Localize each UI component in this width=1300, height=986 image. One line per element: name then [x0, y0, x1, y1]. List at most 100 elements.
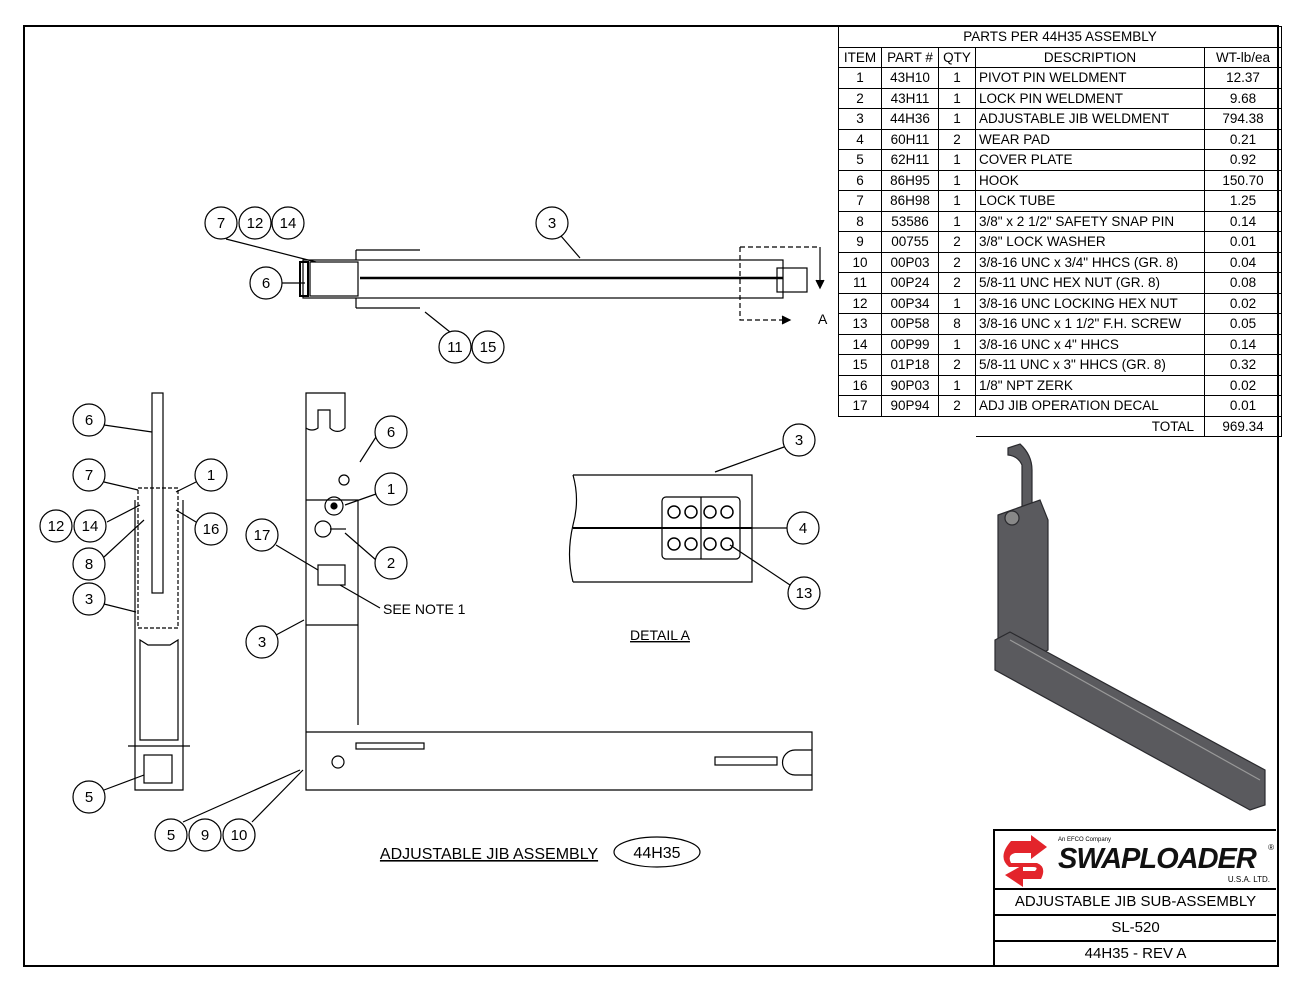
table-cell: 3 — [838, 108, 882, 130]
balloon-number: 11 — [447, 339, 463, 356]
table-cell: 0.02 — [1204, 292, 1282, 314]
table-cell: 90P03 — [881, 374, 939, 396]
balloon-circle — [72, 458, 106, 492]
table-cell: 01P18 — [881, 354, 939, 376]
company-logo: An EFCO Company SWAPLOADER ® U.S.A. LTD. — [995, 831, 1276, 888]
detail-a: DETAIL A — [568, 446, 791, 643]
balloon-circle — [222, 818, 256, 852]
table-cell: 794.38 — [1204, 108, 1282, 130]
balloon-circle — [194, 458, 228, 492]
detail-label: DETAIL A — [630, 627, 691, 643]
balloon-number: 10 — [231, 827, 248, 844]
assembly-number: 44H35 — [633, 845, 680, 862]
balloon-number: 12 — [48, 518, 65, 535]
table-cell: 60H11 — [881, 128, 939, 150]
balloon-circle — [374, 472, 408, 506]
table-cell: 62H11 — [881, 149, 939, 171]
table-cell: 00P03 — [881, 251, 939, 273]
table-cell: 5 — [838, 149, 882, 171]
table-cell: 12 — [838, 292, 882, 314]
table-cell: 6 — [838, 169, 882, 191]
table-cell: 1 — [938, 87, 976, 109]
balloon-circle — [154, 818, 188, 852]
table-cell: 3/8-16 UNC x 1 1/2" F.H. SCREW — [975, 313, 1205, 335]
table-cell: 10 — [838, 251, 882, 273]
table-cell: 0.02 — [1204, 374, 1282, 396]
table-cell: 44H36 — [881, 108, 939, 130]
table-cell: 3/8" x 2 1/2" SAFETY SNAP PIN — [975, 210, 1205, 232]
table-cell: 2 — [938, 354, 976, 376]
table-cell: LOCK TUBE — [975, 190, 1205, 212]
balloon-number: 3 — [258, 634, 266, 651]
column-header: PART # — [881, 46, 939, 68]
table-cell: 15 — [838, 354, 882, 376]
balloon-circle — [271, 206, 305, 240]
table-cell: 1 — [938, 190, 976, 212]
table-cell: 0.01 — [1204, 395, 1282, 417]
table-cell: 1 — [938, 149, 976, 171]
company-sub: An EFCO Company — [1058, 837, 1112, 843]
table-cell: 16 — [838, 374, 882, 396]
table-cell: 1/8" NPT ZERK — [975, 374, 1205, 396]
balloon-number: 14 — [82, 518, 99, 535]
balloon-circle — [374, 415, 408, 449]
balloon-circle — [72, 547, 106, 581]
total-label: TOTAL — [975, 415, 1205, 437]
table-cell: 0.92 — [1204, 149, 1282, 171]
table-cell: 9.68 — [1204, 87, 1282, 109]
table-cell: 2 — [838, 87, 882, 109]
section-label: A — [818, 311, 828, 327]
balloon-number: 12 — [247, 215, 264, 232]
balloon-circle — [787, 576, 821, 610]
table-cell: ADJUSTABLE JIB WELDMENT — [975, 108, 1205, 130]
table-cell: 1.25 — [1204, 190, 1282, 212]
table-cell: 3/8" LOCK WASHER — [975, 231, 1205, 253]
table-cell: 13 — [838, 313, 882, 335]
balloon-circle — [471, 330, 505, 364]
balloon-circle — [72, 403, 106, 437]
balloon-circle — [188, 818, 222, 852]
table-cell: 0.32 — [1204, 354, 1282, 376]
side-view: SEE NOTE 1 — [182, 392, 813, 823]
balloon-circle — [374, 546, 408, 580]
balloon-circle — [786, 511, 820, 545]
registered-mark: ® — [1268, 843, 1274, 852]
table-cell: 3/8-16 UNC x 3/4" HHCS (GR. 8) — [975, 251, 1205, 273]
table-cell: 0.21 — [1204, 128, 1282, 150]
table-cell: 3/8-16 UNC x 4" HHCS — [975, 333, 1205, 355]
balloon-number: 7 — [85, 467, 93, 484]
company-suffix: U.S.A. LTD. — [1227, 875, 1270, 884]
table-cell: 2 — [938, 231, 976, 253]
balloon-circle — [194, 512, 228, 546]
balloon-number: 16 — [203, 521, 220, 538]
sheet-border — [23, 25, 1279, 967]
table-cell: 150.70 — [1204, 169, 1282, 191]
table-cell: 1 — [938, 67, 976, 89]
table-cell: 0.14 — [1204, 333, 1282, 355]
balloon-number: 6 — [85, 412, 93, 429]
table-cell: 0.04 — [1204, 251, 1282, 273]
table-cell: 43H10 — [881, 67, 939, 89]
assembly-title: ADJUSTABLE JIB ASSEMBLY 44H35 — [380, 836, 701, 868]
table-cell: 2 — [938, 272, 976, 294]
table-cell: 8 — [938, 313, 976, 335]
table-cell: 5/8-11 UNC HEX NUT (GR. 8) — [975, 272, 1205, 294]
balloon-number: 6 — [262, 275, 270, 292]
balloon-circle — [204, 206, 238, 240]
table-cell: 00P24 — [881, 272, 939, 294]
table-cell: 1 — [938, 374, 976, 396]
balloon-circle — [438, 330, 472, 364]
column-header: DESCRIPTION — [975, 46, 1205, 68]
table-cell: 3/8-16 UNC LOCKING HEX NUT — [975, 292, 1205, 314]
